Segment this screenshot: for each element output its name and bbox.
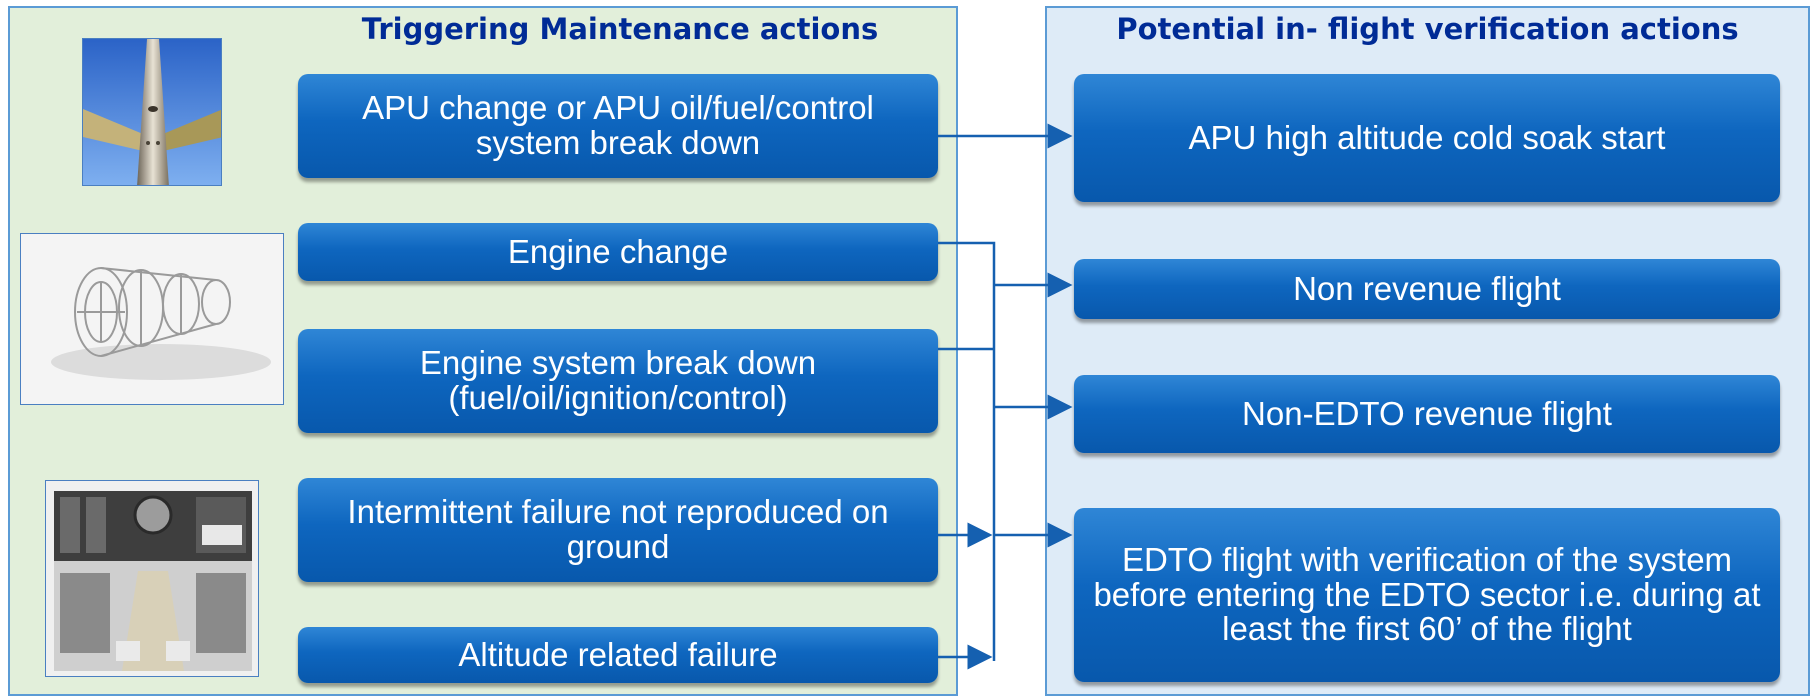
verify-non-revenue-flight-label: Non revenue flight [1293, 269, 1561, 307]
verify-edto-flight-label: EDTO flight with verification of the sys… [1093, 541, 1761, 648]
trigger-intermittent-failure-label: Intermittent failure not reproduced on g… [347, 493, 889, 565]
bracket-vertical [938, 241, 996, 661]
trigger-engine-system: Engine system break down (fuel/oil/ignit… [298, 329, 938, 433]
trigger-apu-change: APU change or APU oil/fuel/control syste… [298, 74, 938, 178]
apu-tail-photo [82, 38, 222, 186]
right-heading: Potential in- flight verification action… [1116, 12, 1739, 46]
trigger-altitude-failure: Altitude related failure [298, 627, 938, 683]
verify-non-revenue-flight: Non revenue flight [1074, 259, 1780, 319]
verify-edto-flight: EDTO flight with verification of the sys… [1074, 508, 1780, 682]
trigger-engine-system-label: Engine system break down (fuel/oil/ignit… [419, 344, 817, 416]
trigger-altitude-failure-label: Altitude related failure [458, 635, 778, 673]
verify-apu-cold-soak-label: APU high altitude cold soak start [1188, 118, 1666, 156]
verify-apu-cold-soak: APU high altitude cold soak start [1074, 74, 1780, 202]
left-heading: Triggering Maintenance actions [361, 12, 879, 46]
verify-non-edto-flight: Non-EDTO revenue flight [1074, 375, 1780, 453]
engine-model-image [20, 233, 284, 405]
cockpit-panel-image [45, 480, 259, 677]
trigger-engine-change: Engine change [298, 223, 938, 281]
trigger-intermittent-failure: Intermittent failure not reproduced on g… [298, 478, 938, 582]
trigger-engine-change-label: Engine change [507, 232, 729, 270]
verify-non-edto-flight-label: Non-EDTO revenue flight [1242, 394, 1612, 432]
trigger-apu-change-label: APU change or APU oil/fuel/control syste… [362, 89, 874, 161]
